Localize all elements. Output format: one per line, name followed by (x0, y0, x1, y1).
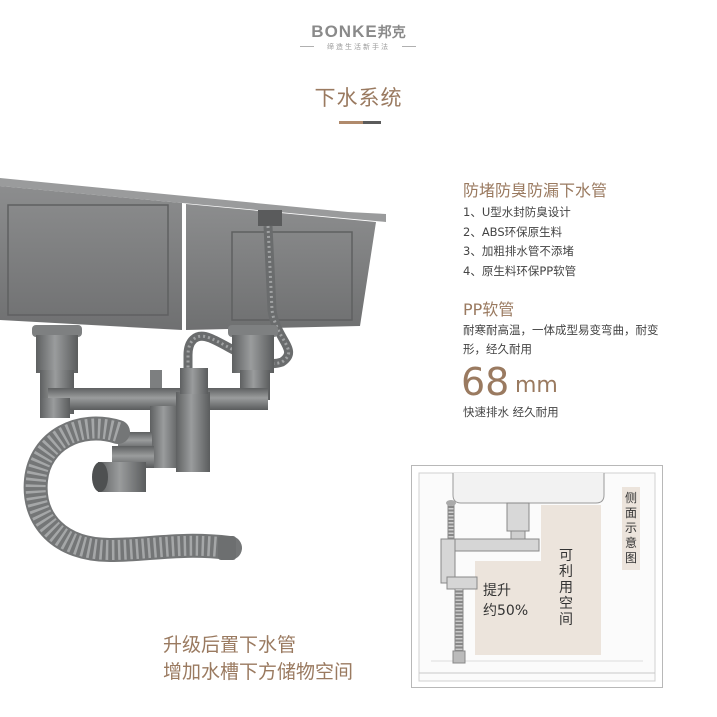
side-view-diagram (411, 465, 663, 688)
boost-label: 提升 (483, 583, 511, 599)
section-title: 下水系统 (314, 86, 403, 110)
feature-item: 2、ABS环保原生料 (463, 224, 563, 239)
brand-name-cn: 邦克 (377, 25, 406, 41)
feature-item: 1、U型水封防臭设计 (463, 205, 571, 219)
feature-list: 1、U型水封防臭设计 2、ABS环保原生料 3、加粗排水管不添堵 4、原生料环保… (463, 203, 576, 281)
pipe-size-unit: mm (515, 373, 558, 398)
title-underline-dark (363, 121, 381, 124)
sink-drain-illustration (0, 178, 386, 563)
feature-item: 3、加粗排水管不添堵 (463, 244, 574, 258)
tagline-rule-left (300, 46, 314, 47)
brand-tagline: 缔造生活新手法 (327, 43, 390, 51)
usable-space-label: 可利用空间 (559, 548, 573, 628)
feature-heading: 防堵防臭防漏下水管 (463, 181, 608, 200)
pp-description: 耐寒耐高温，一体成型易变弯曲，耐变形，经久耐用 (463, 323, 659, 356)
pipe-size-note: 快速排水 经久耐用 (463, 405, 559, 419)
title-underline-accent (339, 121, 363, 124)
brand-header: BONKE邦克 缔造生活新手法 (0, 22, 717, 58)
caption-line-1: 升级后置下水管 (163, 634, 297, 656)
feature-item: 4、原生料环保PP软管 (463, 263, 577, 278)
caption-line-2: 增加水槽下方储物空间 (163, 661, 354, 683)
brand-name: BONKE (311, 22, 378, 41)
boost-value: 约50% (483, 603, 529, 619)
pp-heading: PP软管 (463, 300, 515, 319)
pipe-size-value: 68 (461, 360, 510, 404)
tagline-rule-right (402, 46, 416, 47)
side-view-label: 侧面示意图 (622, 487, 640, 570)
